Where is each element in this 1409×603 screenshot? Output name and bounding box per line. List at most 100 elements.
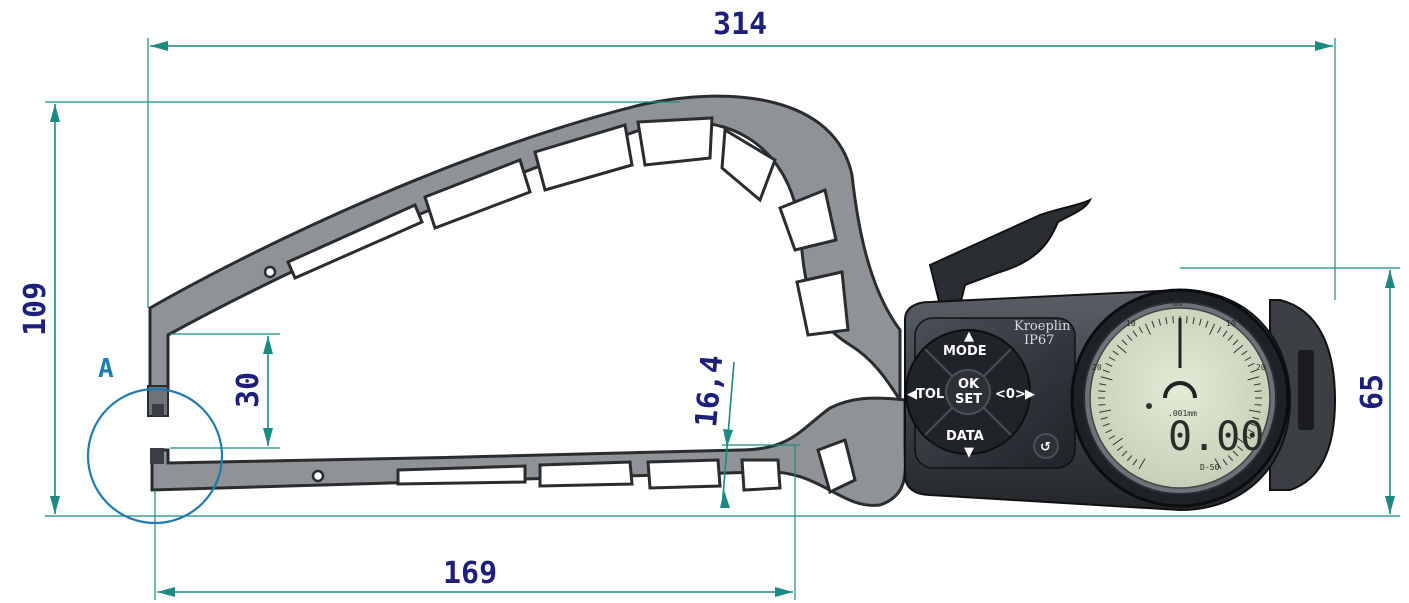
data-button[interactable]: DATA xyxy=(946,429,984,444)
scale-tick xyxy=(1192,317,1195,325)
svg-text:▼: ▼ xyxy=(964,445,974,460)
reset-button[interactable] xyxy=(1033,433,1059,459)
scale-tick xyxy=(1132,330,1138,337)
upper-contact-tip xyxy=(152,404,164,416)
scale-tick xyxy=(1209,323,1216,335)
slot xyxy=(636,116,714,167)
dimension-30: 30 xyxy=(231,336,273,446)
scale-tick xyxy=(1116,344,1127,354)
lower-contact-tip xyxy=(150,448,164,464)
reset-icon: ↺ xyxy=(1040,440,1051,455)
slot xyxy=(816,438,857,495)
scale-tick xyxy=(1151,320,1155,328)
mode-button[interactable]: MODE xyxy=(943,344,987,359)
svg-text:▲: ▲ xyxy=(964,329,974,344)
scale-tick xyxy=(1100,416,1108,420)
dimension-314: 314 xyxy=(150,7,1333,51)
dimension-169: 169 xyxy=(157,556,793,597)
slot xyxy=(778,187,838,252)
dimension-65: 65 xyxy=(1355,270,1395,514)
scale-tick xyxy=(1214,458,1222,470)
scale-tick xyxy=(1108,356,1116,361)
scale-tick xyxy=(1237,445,1244,452)
scale-tick xyxy=(1227,455,1234,462)
scale-tick xyxy=(1198,318,1202,326)
scale-label: 10 xyxy=(1126,319,1136,328)
dimension-label: 65 xyxy=(1355,374,1390,410)
slot xyxy=(646,458,722,490)
scale-tick xyxy=(1232,339,1239,346)
scale-tick xyxy=(1244,435,1252,440)
slot xyxy=(286,202,424,280)
lcd-screen xyxy=(1089,307,1271,489)
scale-tick xyxy=(1232,450,1239,457)
rivet-hole xyxy=(263,265,277,279)
scale-tick xyxy=(1102,369,1110,373)
scale-tick xyxy=(1250,423,1258,427)
dimension-label: 16,4 xyxy=(689,354,730,429)
scale-label: 10 xyxy=(1226,319,1236,328)
ok-set-button[interactable] xyxy=(945,369,991,415)
scale-tick xyxy=(1247,429,1255,434)
upper-arm xyxy=(148,94,902,405)
ip-rating: IP67 xyxy=(1024,333,1054,348)
dimension-label: 109 xyxy=(18,282,53,336)
scale-tick xyxy=(1172,316,1174,324)
scale-tick xyxy=(1222,330,1228,337)
detail-circle xyxy=(86,387,224,525)
dimension-109: 109 xyxy=(18,104,60,514)
scale-tick xyxy=(1116,445,1123,452)
scale-label: 20 xyxy=(1092,363,1102,372)
scale-tick xyxy=(1254,404,1262,406)
scale-tick xyxy=(1250,369,1258,373)
set-label: SET xyxy=(955,392,982,407)
scale-tick xyxy=(1244,356,1252,361)
tol-button[interactable]: TOL xyxy=(916,387,944,402)
slot xyxy=(720,127,777,203)
scale-tick xyxy=(1100,376,1113,381)
slot xyxy=(740,458,782,492)
scale-tick xyxy=(1098,390,1106,392)
scale-tick xyxy=(1186,316,1188,324)
scale-tick xyxy=(1144,323,1151,335)
scale-tick xyxy=(1247,362,1255,367)
scale-tick xyxy=(1247,376,1260,381)
caliper-frame xyxy=(147,94,907,507)
slot xyxy=(423,158,532,230)
dimension-label: 30 xyxy=(231,372,266,408)
slot xyxy=(795,270,850,337)
zero-button[interactable]: <0> xyxy=(995,387,1026,402)
scale-tick xyxy=(1132,459,1138,466)
scale-tick xyxy=(1108,435,1116,440)
svg-text:▶: ▶ xyxy=(1025,387,1035,402)
scale-tick xyxy=(1121,339,1128,346)
scale-tick xyxy=(1165,317,1168,325)
scale-tick xyxy=(1205,320,1209,328)
scale-tick xyxy=(1138,458,1146,470)
scale-tick xyxy=(1102,423,1110,427)
dimension-16-4: 16,4 xyxy=(689,354,735,509)
scale-tick xyxy=(1241,350,1248,356)
rivet-hole xyxy=(311,469,325,483)
scale-tick xyxy=(1248,409,1261,413)
scale-tick xyxy=(1253,383,1261,386)
scale-tick xyxy=(1138,326,1143,334)
resolution-label: .001mm xyxy=(1168,409,1197,418)
model-label: D-50 xyxy=(1200,463,1219,472)
scale-tick xyxy=(1105,362,1113,367)
analog-scale xyxy=(1098,316,1262,470)
extension-lines xyxy=(45,38,1400,600)
scale-tick xyxy=(1126,334,1133,341)
scale-tick xyxy=(1105,429,1113,434)
scale-tick xyxy=(1099,383,1107,386)
instrument-housing: MODE ▲ ◀ TOL OK SET <0> ▶ DATA ▼ ↺ Kroep… xyxy=(904,288,1337,512)
lower-arm xyxy=(150,396,907,507)
scale-tick xyxy=(1099,409,1112,413)
ok-label: OK xyxy=(958,377,980,392)
scale-tick xyxy=(1233,344,1244,354)
scale-tick xyxy=(1254,390,1262,392)
scale-tick xyxy=(1227,334,1234,341)
release-lever xyxy=(928,197,1093,306)
scale-tick xyxy=(1252,416,1260,420)
